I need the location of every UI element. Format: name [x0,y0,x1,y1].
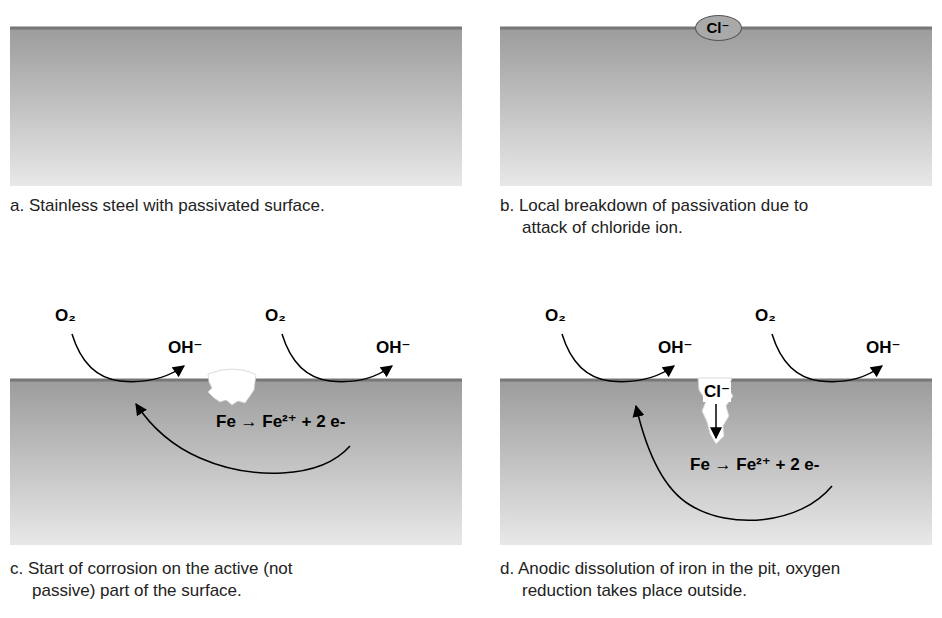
chloride-label: Cl⁻ [703,382,731,402]
oxygen-reduction-arrow [72,334,184,382]
steel-block [10,380,462,545]
panel-caption: d. Anodic dissolution of iron in the pit… [500,558,885,602]
steel-block [500,28,932,186]
panel-caption: b. Local breakdown of passivation due to… [500,195,835,239]
ion-symbol: Cl⁻ [707,19,730,37]
panel-caption: c. Start of corrosion on the active (not… [10,558,335,602]
hydroxide-label: OH⁻ [866,338,900,358]
oxygen-label: O₂ [545,306,566,326]
corrosion-pit [208,369,256,405]
oxygen-label: O₂ [755,306,776,326]
corrosion-pit [698,378,733,444]
oxygen-label: O₂ [265,306,286,326]
steel-block [10,28,462,186]
chloride-arrow [715,404,717,438]
hydroxide-label: OH⁻ [168,338,202,358]
chloride-ion: Cl⁻ [695,15,742,41]
oxygen-reduction-arrow [282,334,392,382]
passive-layer [10,27,462,30]
electron-flow-arrow [636,406,832,520]
oxygen-reduction-arrow [562,334,674,382]
oxygen-label: O₂ [55,306,76,326]
hydroxide-label: OH⁻ [658,338,692,358]
reaction-label: Fe → Fe²⁺ + 2 e- [690,455,819,475]
oxygen-reduction-arrow [772,334,882,382]
hydroxide-label: OH⁻ [376,338,410,358]
reaction-label: Fe → Fe²⁺ + 2 e- [216,412,345,432]
steel-block [500,380,932,545]
panel-caption: a. Stainless steel with passivated surfa… [10,195,340,217]
electron-flow-arrow [136,404,350,473]
